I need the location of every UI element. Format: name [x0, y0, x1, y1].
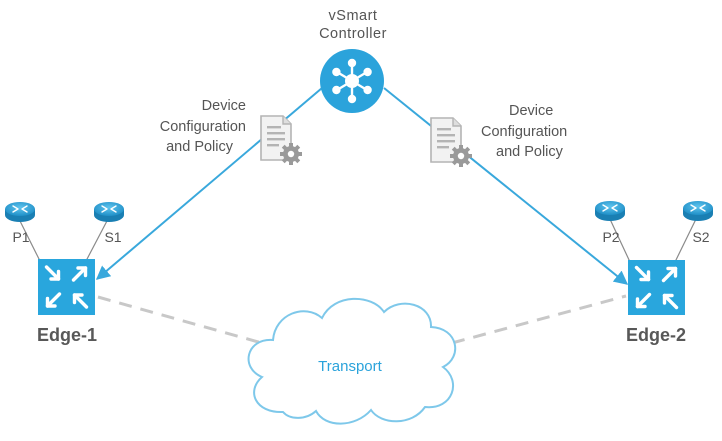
edge-1-device [38, 259, 95, 315]
arrow-controller-to-edge-2 [383, 87, 629, 285]
edge-2-label: Edge-2 [626, 325, 686, 345]
policy-left-line1: Device [202, 98, 246, 114]
router-icon-s2 [682, 200, 714, 222]
router-link-p2 [608, 216, 631, 263]
policy-left-line2: Configuration [160, 119, 246, 135]
controller-label-line2: Controller [319, 26, 387, 42]
policy-right-line1: Device [509, 103, 553, 119]
transport-label: Transport [318, 358, 382, 375]
router-label-s1: S1 [104, 229, 121, 245]
document-gear-icon [430, 117, 473, 168]
router-label-p2: P2 [602, 229, 619, 245]
controller-label-line1: vSmart [329, 8, 378, 24]
dashed-link-right [451, 294, 627, 345]
router-icon-p2 [594, 200, 626, 222]
policy-left-line3: and Policy [166, 139, 234, 155]
edge-1-label: Edge-1 [37, 325, 97, 345]
router-label-p1: P1 [12, 229, 29, 245]
router-link-s2 [674, 216, 698, 263]
policy-right-line3: and Policy [496, 144, 564, 160]
router-icon-s1 [93, 201, 125, 223]
arrow-controller-to-edge-1 [95, 87, 323, 280]
router-label-s2: S2 [692, 229, 709, 245]
edge-2-device [628, 260, 685, 315]
policy-right-line2: Configuration [481, 124, 567, 140]
document-gear-icon [260, 115, 303, 166]
dashed-link-left [97, 295, 263, 345]
router-link-s1 [85, 218, 109, 262]
cloud-icon [247, 297, 457, 425]
hub-icon [320, 49, 384, 113]
router-link-p1 [18, 218, 41, 262]
router-icon-p1 [4, 201, 36, 223]
